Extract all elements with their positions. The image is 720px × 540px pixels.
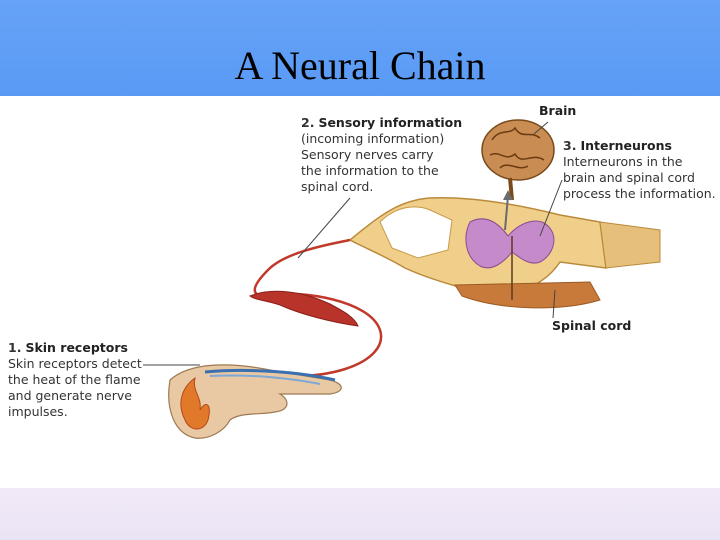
- label-interneurons: 3. Interneurons Interneurons in the brai…: [563, 138, 718, 202]
- skin-line-4: impulses.: [8, 404, 68, 419]
- sensory-heading: Sensory information: [318, 115, 463, 130]
- spinal-cord-illustration: [348, 196, 661, 309]
- skin-line-2: the heat of the flame: [8, 372, 141, 387]
- slide-title: A Neural Chain: [234, 43, 486, 88]
- interneurons-line-1: Interneurons in the: [563, 154, 683, 169]
- brain-leader-line: [533, 121, 549, 135]
- interneurons-leader-line: [539, 179, 563, 237]
- sensory-line-3: the information to the: [301, 163, 439, 178]
- spinal-cord-heading: Spinal cord: [552, 318, 632, 333]
- skin-line-3: and generate nerve: [8, 388, 132, 403]
- interneuron-arrow-icon: [503, 190, 513, 200]
- interneurons-line-3: process the information.: [563, 186, 716, 201]
- label-sensory-information: 2. Sensory information (incoming informa…: [301, 115, 491, 195]
- skin-line-1: Skin receptors detect: [8, 356, 142, 371]
- label-brain: Brain: [539, 103, 576, 119]
- footer-band: [0, 488, 720, 540]
- hand-illustration: [168, 364, 342, 439]
- brain-heading: Brain: [539, 103, 577, 118]
- label-skin-receptors: 1. Skin receptors Skin receptors detect …: [8, 340, 148, 420]
- interneurons-number: 3.: [563, 138, 577, 153]
- skin-number: 1.: [8, 340, 22, 355]
- label-spinal-cord: Spinal cord: [552, 318, 631, 334]
- interneuron-pathway: [504, 195, 509, 231]
- nerve-bundle: [249, 290, 359, 327]
- neural-chain-diagram: [143, 119, 661, 439]
- skin-heading: Skin receptors: [25, 340, 128, 355]
- sensory-line-1: (incoming information): [301, 131, 445, 146]
- interneurons-heading: Interneurons: [580, 138, 672, 153]
- spinal-cord-leader-line: [552, 289, 556, 319]
- brain-illustration: [481, 119, 555, 201]
- sensory-line-4: spinal cord.: [301, 179, 374, 194]
- sensory-line-2: Sensory nerves carry: [301, 147, 434, 162]
- title-bar: [0, 0, 720, 96]
- sensory-number: 2.: [301, 115, 315, 130]
- sensory-leader-line: [297, 197, 351, 259]
- flame-illustration: [180, 376, 210, 430]
- interneurons-line-2: brain and spinal cord: [563, 170, 695, 185]
